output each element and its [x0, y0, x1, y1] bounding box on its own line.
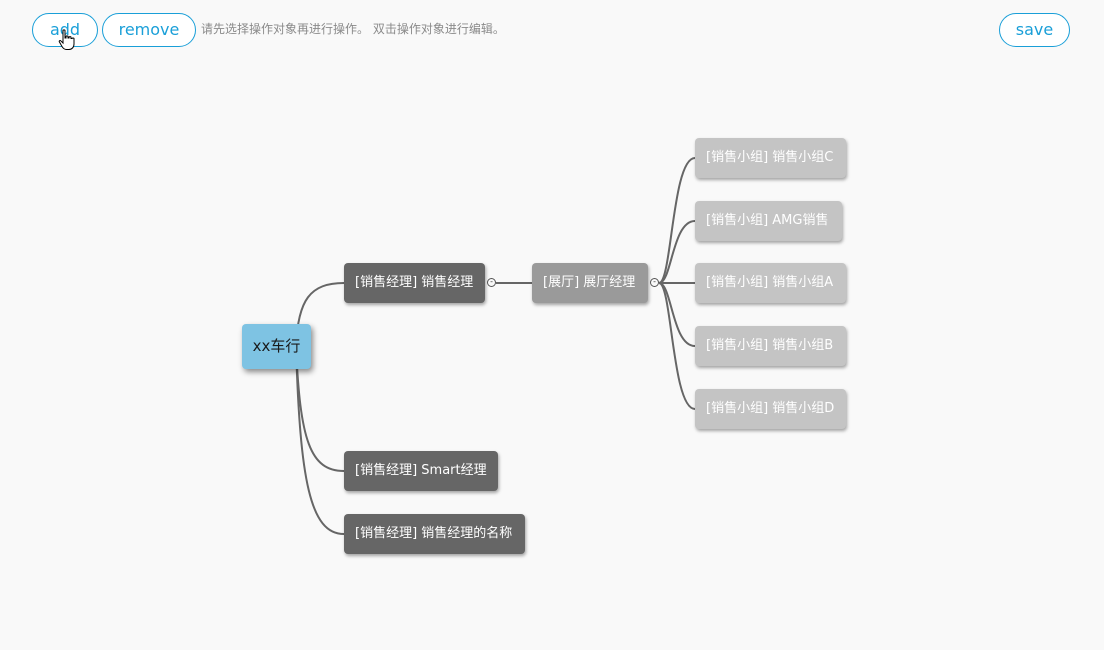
manager-node-2[interactable]: [销售经理] Smart经理	[344, 451, 498, 491]
hand-cursor-icon	[58, 29, 75, 50]
save-button[interactable]: save	[999, 13, 1070, 47]
group-node-4[interactable]: [销售小组] 销售小组B	[695, 326, 846, 366]
collapse-toggle-hall[interactable]: -	[650, 278, 659, 287]
group-node-3[interactable]: [销售小组] 销售小组A	[695, 263, 846, 303]
edge-root-mgr3	[295, 345, 345, 535]
root-node[interactable]: xx车行	[242, 324, 311, 369]
edge-hall-g2	[658, 220, 696, 284]
collapse-toggle-manager-1[interactable]: -	[487, 278, 496, 287]
manager-node-3[interactable]: [销售经理] 销售经理的名称	[344, 514, 525, 554]
edge-hall-g5	[658, 282, 696, 410]
group-node-1[interactable]: [销售小组] 销售小组C	[695, 138, 846, 178]
edge-hall-g1	[658, 157, 696, 284]
instruction-hint: 请先选择操作对象再进行操作。 双击操作对象进行编辑。	[201, 22, 505, 36]
hall-node[interactable]: [展厅] 展厅经理	[532, 263, 648, 303]
manager-node-1[interactable]: [销售经理] 销售经理	[344, 263, 485, 303]
group-node-2[interactable]: [销售小组] AMG销售	[695, 201, 842, 241]
remove-button[interactable]: remove	[102, 13, 196, 47]
group-node-5[interactable]: [销售小组] 销售小组D	[695, 389, 846, 429]
